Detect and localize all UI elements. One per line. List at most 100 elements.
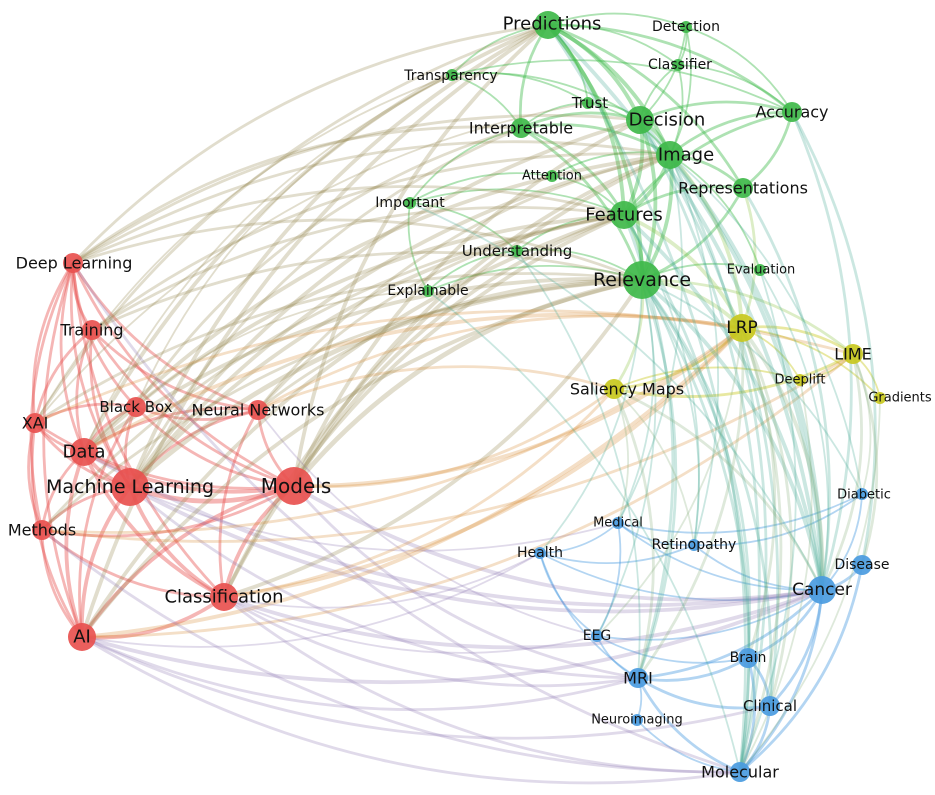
edge-relevance-mri	[636, 279, 678, 679]
node-diabetic[interactable]	[856, 488, 868, 500]
edge-deeplearning-xai	[31, 262, 75, 424]
edge-decision-cancer	[638, 118, 824, 591]
node-label-models: Models	[261, 474, 331, 498]
node-interpretable[interactable]	[511, 118, 531, 138]
edge-lrp-saliency	[613, 327, 743, 391]
node-brain[interactable]	[738, 648, 758, 668]
node-classifier[interactable]	[672, 59, 684, 71]
node-attention[interactable]	[546, 170, 558, 182]
edge-medical-diabetic	[617, 493, 863, 534]
node-clinical[interactable]	[760, 696, 780, 716]
edge-attention-important	[409, 172, 553, 204]
node-label-predictions: Predictions	[503, 14, 602, 35]
edge-neuroimaging-molecular	[636, 719, 741, 773]
node-mri[interactable]	[628, 668, 648, 688]
node-features[interactable]	[610, 201, 638, 229]
edge-detection-image	[669, 26, 692, 156]
node-methods[interactable]	[32, 520, 52, 540]
node-blackbox[interactable]	[126, 397, 146, 417]
node-label-detection: Detection	[652, 19, 720, 35]
node-molecular[interactable]	[730, 762, 750, 782]
node-ai[interactable]	[68, 623, 96, 651]
node-label-cancer: Cancer	[792, 580, 852, 600]
edge-predictions-detection	[547, 12, 687, 28]
node-trust[interactable]	[582, 97, 594, 109]
edge-deeplearning-data	[59, 262, 86, 453]
edge-image-retinopathy	[669, 154, 719, 546]
edge-accuracy-decision	[639, 100, 793, 122]
node-health[interactable]	[534, 547, 546, 559]
node-label-disease: Disease	[834, 557, 889, 573]
node-evaluation[interactable]	[754, 264, 766, 276]
node-representations[interactable]	[733, 178, 753, 198]
node-label-health: Health	[517, 545, 563, 561]
edge-cancer-mri	[637, 589, 823, 680]
node-label-mri: MRI	[623, 669, 653, 688]
edge-cancer-clinical	[768, 589, 824, 707]
node-label-methods: Methods	[8, 521, 76, 540]
node-machinelearning[interactable]	[111, 468, 149, 506]
edge-relevance-cancer	[640, 278, 824, 591]
edge-saliency-deeplift	[613, 366, 801, 390]
node-label-lime: LIME	[834, 345, 872, 364]
edge-methods-lime	[41, 352, 854, 543]
node-label-features: Features	[585, 205, 662, 226]
node-label-classification: Classification	[164, 587, 283, 608]
node-understanding[interactable]	[511, 245, 523, 257]
node-predictions[interactable]	[534, 11, 562, 39]
node-models[interactable]	[275, 467, 313, 505]
edge-lime-diabetic	[852, 353, 872, 495]
node-important[interactable]	[404, 197, 416, 209]
edge-blackbox-explainable	[135, 290, 429, 408]
node-transparency[interactable]	[446, 69, 458, 81]
edge-decision-relevance	[638, 119, 658, 281]
node-detection[interactable]	[680, 21, 692, 33]
edge-classification-molecular	[223, 595, 741, 774]
node-image[interactable]	[656, 141, 684, 169]
node-eeg[interactable]	[591, 630, 603, 642]
node-lime[interactable]	[843, 344, 863, 364]
edge-deeplift-molecular	[739, 379, 813, 773]
node-disease[interactable]	[852, 555, 872, 575]
edge-explainable-molecular	[427, 290, 741, 773]
edge-machinelearning-models	[129, 483, 295, 504]
edge-features-retinopathy	[623, 214, 700, 546]
node-label-molecular: Molecular	[701, 763, 779, 782]
node-explainable[interactable]	[422, 285, 434, 297]
node-classification[interactable]	[210, 583, 238, 611]
edge-eeg-medical	[596, 522, 622, 637]
node-decision[interactable]	[626, 106, 654, 134]
edge-understanding-mri	[516, 250, 641, 679]
node-relevance[interactable]	[623, 261, 661, 299]
node-accuracy[interactable]	[782, 102, 802, 122]
node-deeplearning[interactable]	[63, 253, 83, 273]
edge-data-predictions	[82, 23, 549, 453]
node-label-deeplift: Deeplift	[775, 373, 826, 388]
node-training[interactable]	[82, 320, 102, 340]
node-lrp[interactable]	[728, 314, 756, 342]
node-retinopathy[interactable]	[688, 539, 700, 551]
node-xai[interactable]	[25, 413, 45, 433]
node-cancer[interactable]	[808, 576, 836, 604]
node-neuralnetworks[interactable]	[248, 400, 268, 420]
edge-deeplearning-relevance	[72, 218, 643, 282]
edge-data-image	[82, 153, 671, 454]
node-neuroimaging[interactable]	[631, 714, 643, 726]
node-label-medical: Medical	[593, 516, 643, 531]
edge-relevance-clinical	[640, 279, 773, 707]
edge-ai-molecular	[81, 635, 741, 785]
node-deeplift[interactable]	[794, 374, 806, 386]
node-saliency[interactable]	[604, 379, 624, 399]
edge-relevance-explainable	[427, 265, 643, 292]
node-medical[interactable]	[612, 517, 624, 529]
edge-decision-clinical	[638, 119, 780, 707]
node-label-representations: Representations	[678, 179, 808, 198]
node-label-accuracy: Accuracy	[755, 103, 828, 122]
edge-models-cancer	[293, 484, 823, 602]
edge-data-models	[83, 450, 295, 494]
node-data[interactable]	[70, 438, 98, 466]
node-label-blackbox: Black Box	[99, 398, 172, 416]
node-gradients[interactable]	[874, 392, 886, 404]
edge-lime-cancer	[820, 353, 863, 591]
edge-neuralnetworks-eeg	[257, 409, 598, 637]
